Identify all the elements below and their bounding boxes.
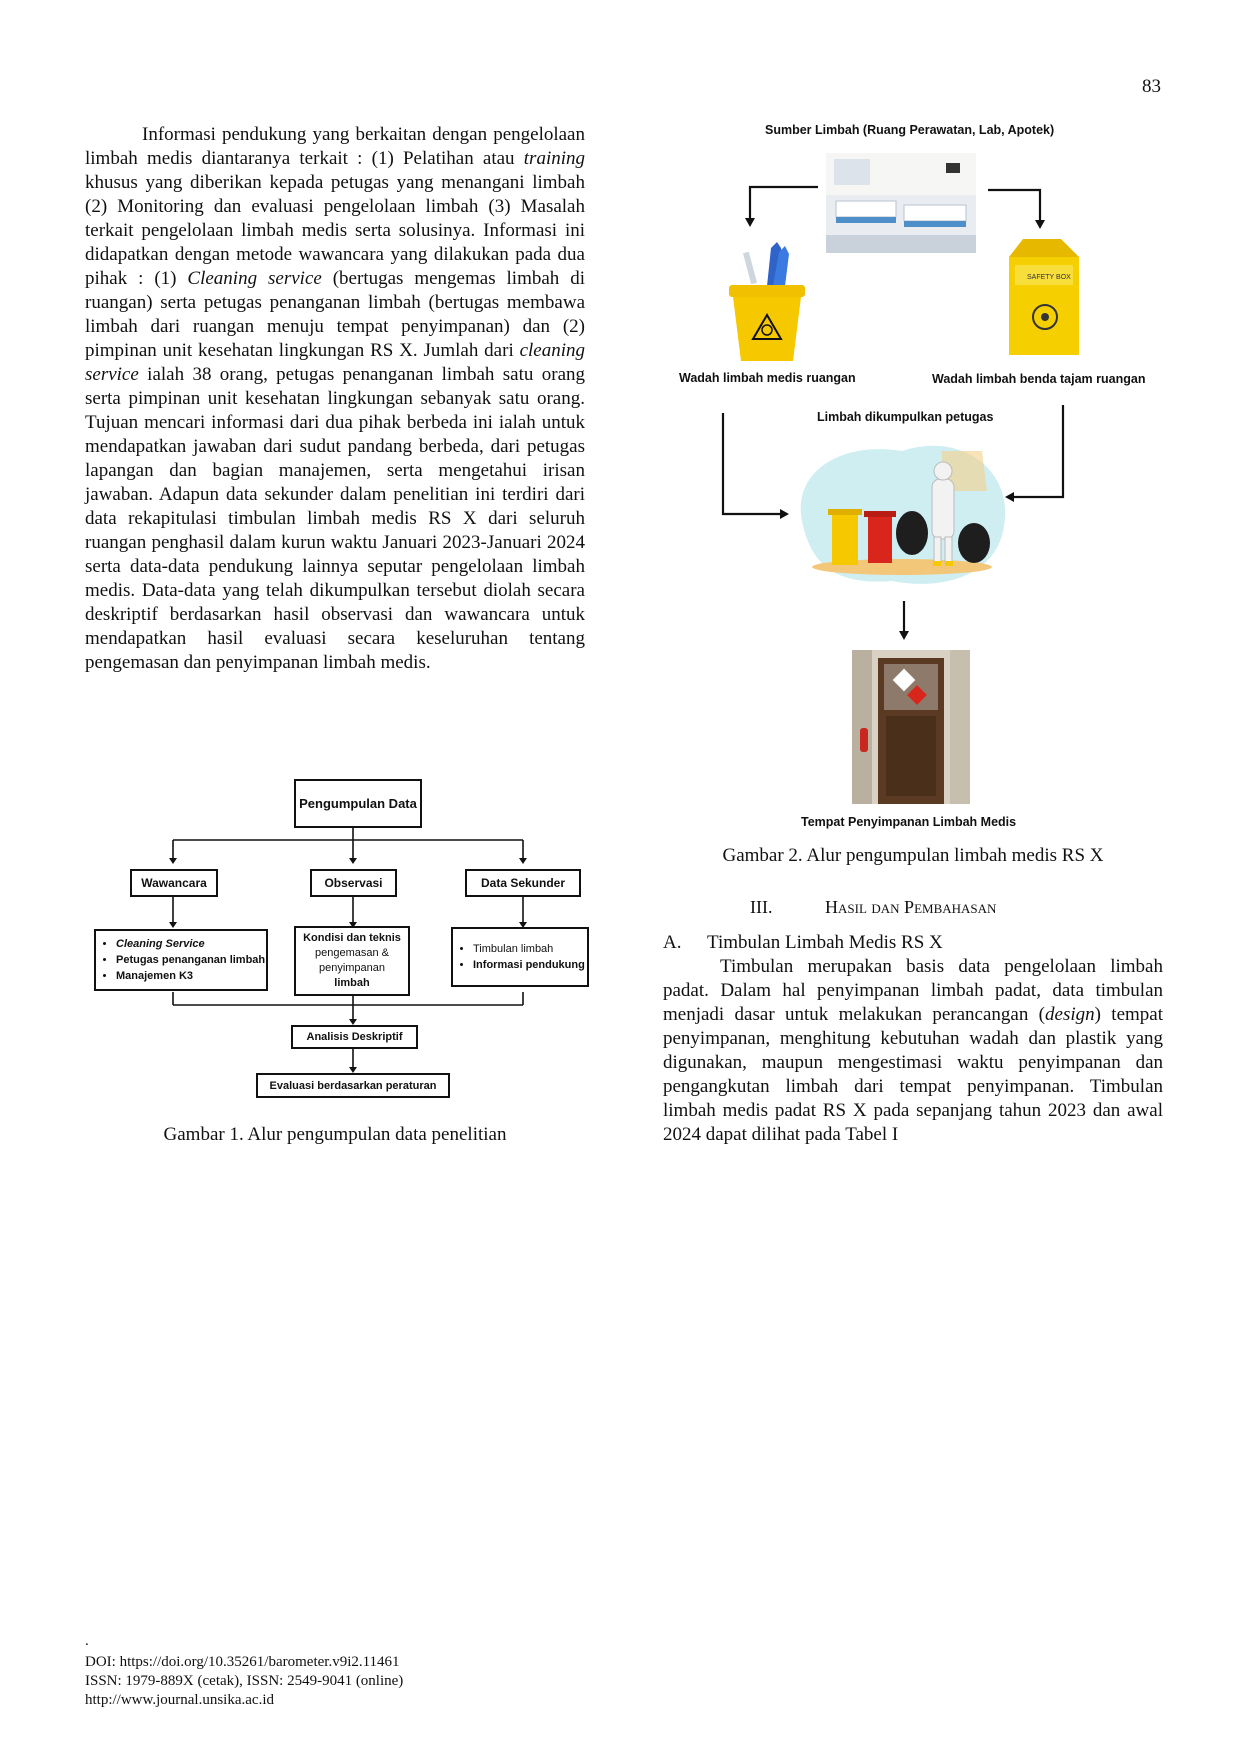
- left_column-text-segment: Cleaning service: [187, 268, 322, 289]
- left_column-text-segment: cleaning service: [85, 340, 585, 385]
- storage-door-image: [852, 650, 970, 804]
- left_column-text-segment: ialah 38 orang, petugas penanganan limba…: [85, 364, 585, 673]
- hospital-room-image: [826, 153, 976, 253]
- right_column-text-segment: design: [1045, 1004, 1095, 1025]
- safety-box-image: SAFETY BOX: [1009, 239, 1079, 355]
- medical-waste-bin-image: [729, 285, 805, 361]
- wadah-tajam-label: Wadah limbah benda tajam ruangan: [932, 372, 1146, 386]
- right_column-text-segment: ) tempat penyimpanan, menghitung kebutuh…: [663, 1004, 1164, 1145]
- subsection-title: Timbulan Limbah Medis RS X: [707, 932, 943, 953]
- waste-collection-illustration: [800, 445, 1006, 584]
- footer-dot: .: [85, 1633, 89, 1649]
- source-label: Sumber Limbah (Ruang Perawatan, Lab, Apo…: [765, 123, 1055, 137]
- section-heading: III. Hasil dan Pembahasan: [750, 897, 996, 918]
- footer-issn: ISSN: 1979-889X (cetak), ISSN: 2549-9041…: [85, 1673, 404, 1689]
- safety-box-text: SAFETY BOX: [1027, 274, 1071, 281]
- footer-doi: DOI: https://doi.org/10.35261/barometer.…: [85, 1654, 400, 1670]
- right-paragraph: Timbulan merupakan basis data pengelolaa…: [663, 955, 1163, 1147]
- figure-2-caption: Gambar 2. Alur pengumpulan limbah medis …: [722, 845, 1104, 866]
- left-column: Informasi pendukung yang berkaitan denga…: [85, 123, 585, 675]
- footer: . DOI: https://doi.org/10.35261/baromete…: [85, 1632, 403, 1710]
- footer-url: http://www.journal.unsika.ac.id: [85, 1692, 274, 1708]
- subsection-heading: A. Timbulan Limbah Medis RS X: [663, 932, 943, 954]
- collected-label: Limbah dikumpulkan petugas: [817, 410, 994, 424]
- right-column: Timbulan merupakan basis data pengelolaa…: [663, 955, 1163, 1147]
- left_column-text-segment: khusus yang diberikan kepada petugas yan…: [85, 172, 585, 289]
- wadah-medis-label: Wadah limbah medis ruangan: [679, 371, 856, 385]
- left_column-text-segment: (bertugas mengemas limbah di ruangan) se…: [85, 268, 585, 361]
- subsection-letter: A.: [663, 932, 682, 953]
- figure-1-caption: Gambar 1. Alur pengumpulan data peneliti…: [163, 1124, 507, 1145]
- left_column-text-segment: Informasi pendukung yang berkaitan denga…: [85, 124, 585, 169]
- page-number: 83: [1142, 76, 1161, 97]
- section-number: III.: [750, 897, 773, 917]
- right_column-text-segment: Timbulan merupakan basis data pengelolaa…: [663, 956, 1163, 1025]
- left_column-text-segment: training: [523, 148, 585, 169]
- section-title: Hasil dan Pembahasan: [825, 897, 997, 917]
- storage-label: Tempat Penyimpanan Limbah Medis: [801, 815, 1017, 829]
- left-paragraph: Informasi pendukung yang berkaitan denga…: [85, 123, 585, 675]
- gloves-icon: [742, 242, 789, 286]
